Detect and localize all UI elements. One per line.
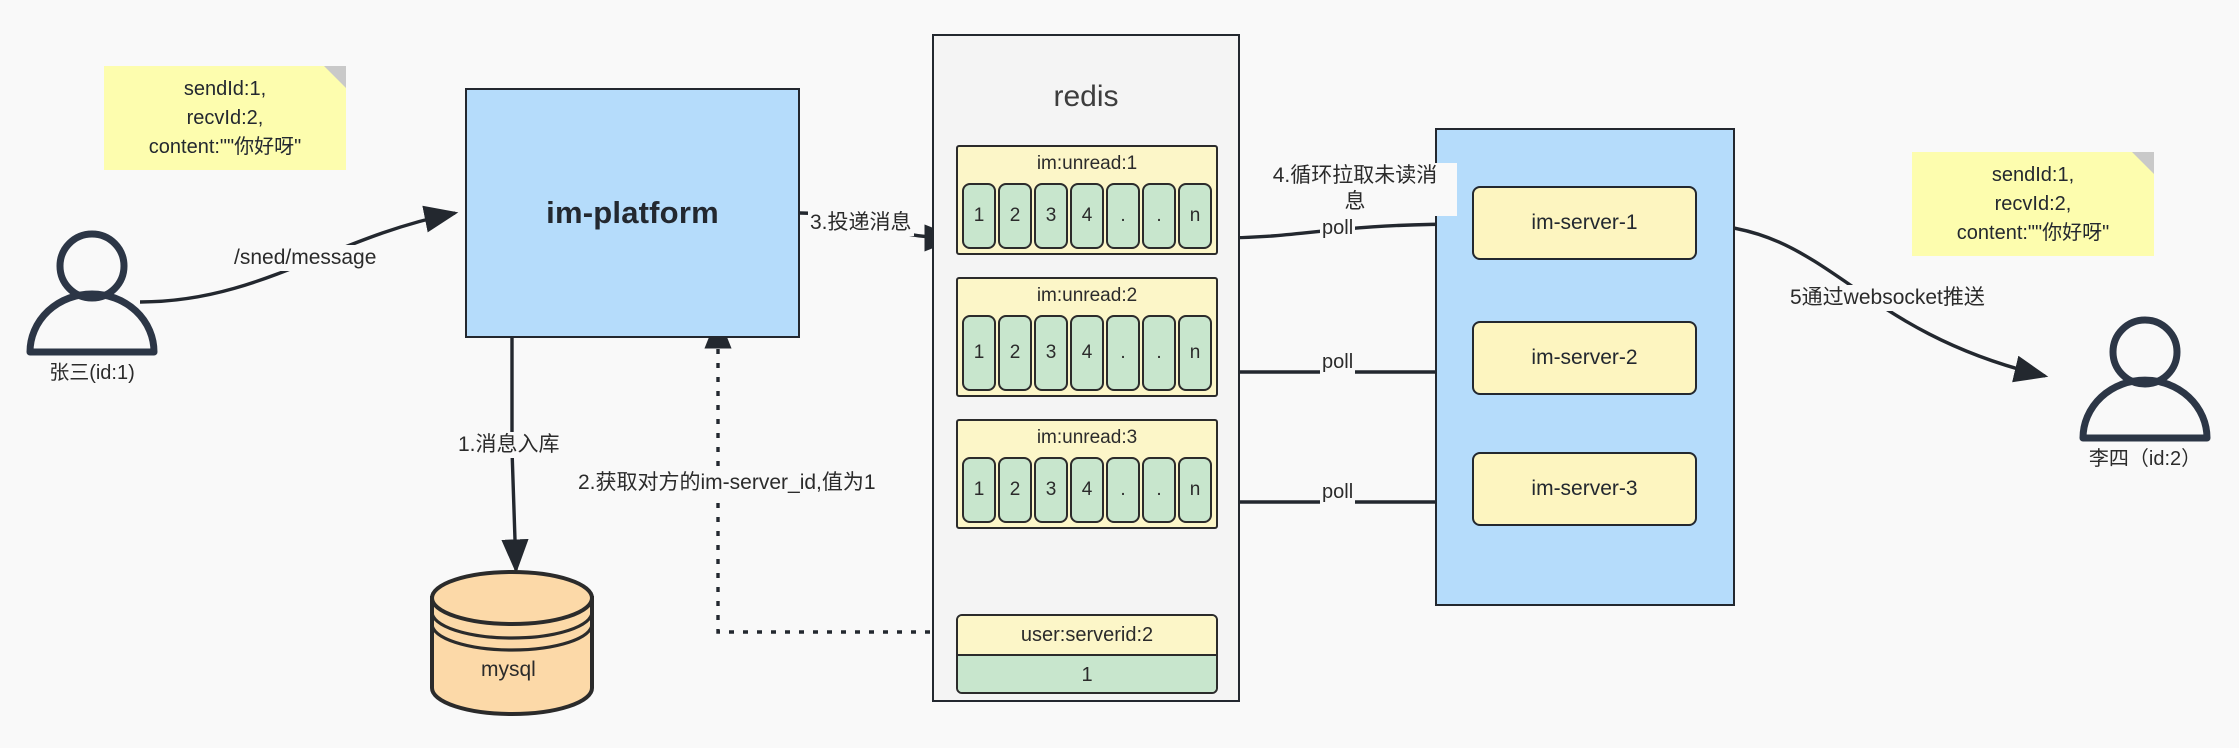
node-im-server-3-label: im-server-3 [1531,477,1638,500]
redis-cell[interactable]: . [1106,183,1140,249]
note-left-message-payload: sendId:1, recvId:2, content:""你好呀" [104,66,346,170]
node-im-server-3[interactable]: im-server-3 [1472,452,1697,526]
node-mysql-label: mysql [481,658,536,681]
actor-sender: 张三(id:1) [32,352,152,385]
actor-receiver: 李四（id:2） [2085,438,2205,471]
redis-list-im-unread-3[interactable]: im:unread:3 1 2 3 4 . . n [956,419,1218,529]
redis-cell[interactable]: n [1178,315,1212,391]
redis-list-key: im:unread:3 [1036,427,1138,448]
redis-cell[interactable]: 1 [962,183,996,249]
node-im-server-2-label: im-server-2 [1531,346,1638,369]
edge-label-step3: 3.投递消息 [808,210,914,237]
note-fold-corner-icon [2132,152,2154,174]
edge-label-step1: 1.消息入库 [456,432,562,459]
note-left-text: sendId:1, recvId:2, content:""你好呀" [148,77,302,158]
redis-kv-key: user:serverid:2 [958,616,1216,656]
redis-list-cells: 1 2 3 4 . . n [962,457,1212,523]
edge-label-step2: 2.获取对方的im-server_id,值为1 [576,470,878,497]
redis-cell[interactable]: 2 [998,183,1032,249]
node-im-server-2[interactable]: im-server-2 [1472,321,1697,395]
redis-cell[interactable]: 1 [962,457,996,523]
redis-list-cells: 1 2 3 4 . . n [962,183,1212,249]
edge-label-poll-3: poll [1320,480,1356,505]
redis-cell[interactable]: . [1142,457,1176,523]
redis-kv-value: 1 [958,656,1216,692]
redis-list-key: im:unread:2 [1036,285,1138,306]
redis-cell[interactable]: 3 [1034,315,1068,391]
edge-label-step4: 4.循环拉取未读消 息 [1253,163,1457,216]
redis-cell[interactable]: . [1106,457,1140,523]
node-redis-title: redis [1053,80,1119,113]
note-right-message-payload: sendId:1, recvId:2, content:""你好呀" [1912,152,2154,256]
node-im-server-1-label: im-server-1 [1531,211,1638,234]
mysql-database-cylinder-icon [430,570,594,716]
redis-cell[interactable]: . [1106,315,1140,391]
edge-label-step5: 5通过websocket推送 [1788,285,1987,312]
redis-cell[interactable]: . [1142,183,1176,249]
edge-label-poll-1: poll [1320,216,1356,241]
note-fold-corner-icon [324,66,346,88]
edge-label-send-message: /sned/message [232,245,379,272]
redis-kv-user-serverid[interactable]: user:serverid:2 1 [956,614,1218,694]
sender-person-icon [26,230,158,356]
redis-cell[interactable]: 3 [1034,183,1068,249]
redis-cell[interactable]: 2 [998,457,1032,523]
redis-cell[interactable]: 1 [962,315,996,391]
redis-list-cells: 1 2 3 4 . . n [962,315,1212,391]
redis-cell[interactable]: 2 [998,315,1032,391]
redis-cell[interactable]: 3 [1034,457,1068,523]
edge-label-poll-2: poll [1320,350,1356,375]
node-im-platform[interactable]: im-platform [465,88,800,338]
note-right-text: sendId:1, recvId:2, content:""你好呀" [1956,163,2110,244]
redis-cell[interactable]: 4 [1070,183,1104,249]
redis-list-key: im:unread:1 [1036,153,1138,174]
node-im-server-1[interactable]: im-server-1 [1472,186,1697,260]
redis-cell[interactable]: n [1178,457,1212,523]
redis-cell[interactable]: n [1178,183,1212,249]
redis-cell[interactable]: 4 [1070,457,1104,523]
receiver-person-icon [2079,316,2211,442]
redis-list-im-unread-2[interactable]: im:unread:2 1 2 3 4 . . n [956,277,1218,397]
node-im-platform-label: im-platform [546,195,719,230]
actor-receiver-caption: 李四（id:2） [2088,448,2202,470]
node-redis-container: redis im:unread:1 1 2 3 4 . . n im:unrea… [932,34,1240,702]
redis-list-im-unread-1[interactable]: im:unread:1 1 2 3 4 . . n [956,145,1218,255]
redis-cell[interactable]: 4 [1070,315,1104,391]
redis-cell[interactable]: . [1142,315,1176,391]
actor-sender-caption: 张三(id:1) [49,362,135,384]
